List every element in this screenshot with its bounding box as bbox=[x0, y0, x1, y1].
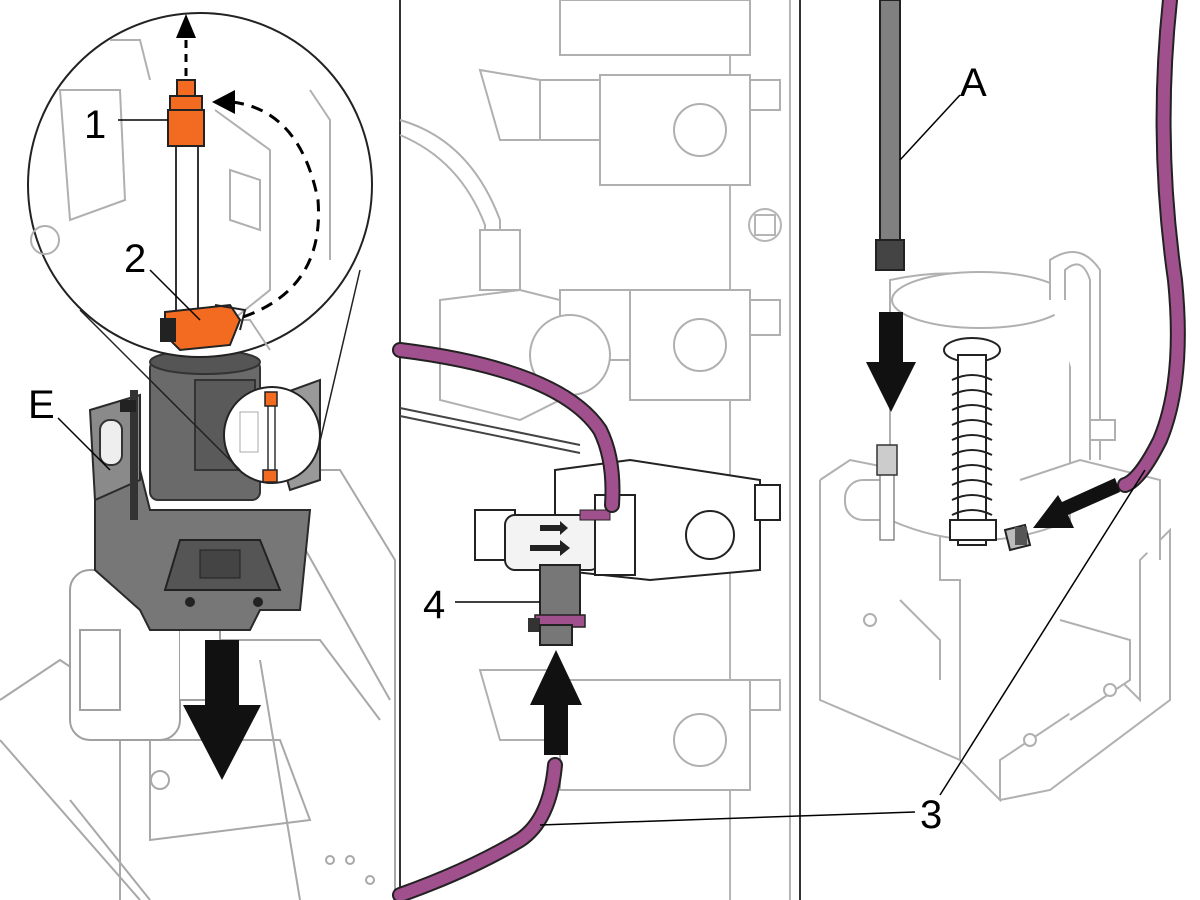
callout-3: 3 bbox=[920, 793, 942, 837]
small-detail-circle bbox=[223, 386, 321, 484]
callout-1: 1 bbox=[84, 103, 106, 147]
left-panel: 1 2 E bbox=[0, 12, 396, 900]
diagonal-arrow-right bbox=[1033, 478, 1120, 528]
down-arrow-right bbox=[866, 312, 916, 412]
middle-panel: 4 bbox=[392, 0, 916, 900]
down-arrow-left bbox=[183, 640, 261, 780]
right-panel: A 3 bbox=[819, 0, 1186, 837]
valve-block bbox=[474, 458, 781, 646]
spring bbox=[943, 337, 1001, 546]
callout-E: E bbox=[28, 383, 55, 427]
callout-A: A bbox=[960, 61, 987, 105]
up-arrow-middle bbox=[530, 650, 582, 755]
large-detail-circle bbox=[27, 12, 373, 358]
zoom-connector-lines bbox=[79, 269, 361, 471]
panel-dividers bbox=[399, 0, 801, 900]
callout-4: 4 bbox=[423, 583, 445, 627]
callout-2: 2 bbox=[124, 237, 146, 281]
tube-A bbox=[875, 0, 905, 271]
right-fittings bbox=[876, 444, 1032, 552]
background-valves bbox=[399, 0, 781, 791]
